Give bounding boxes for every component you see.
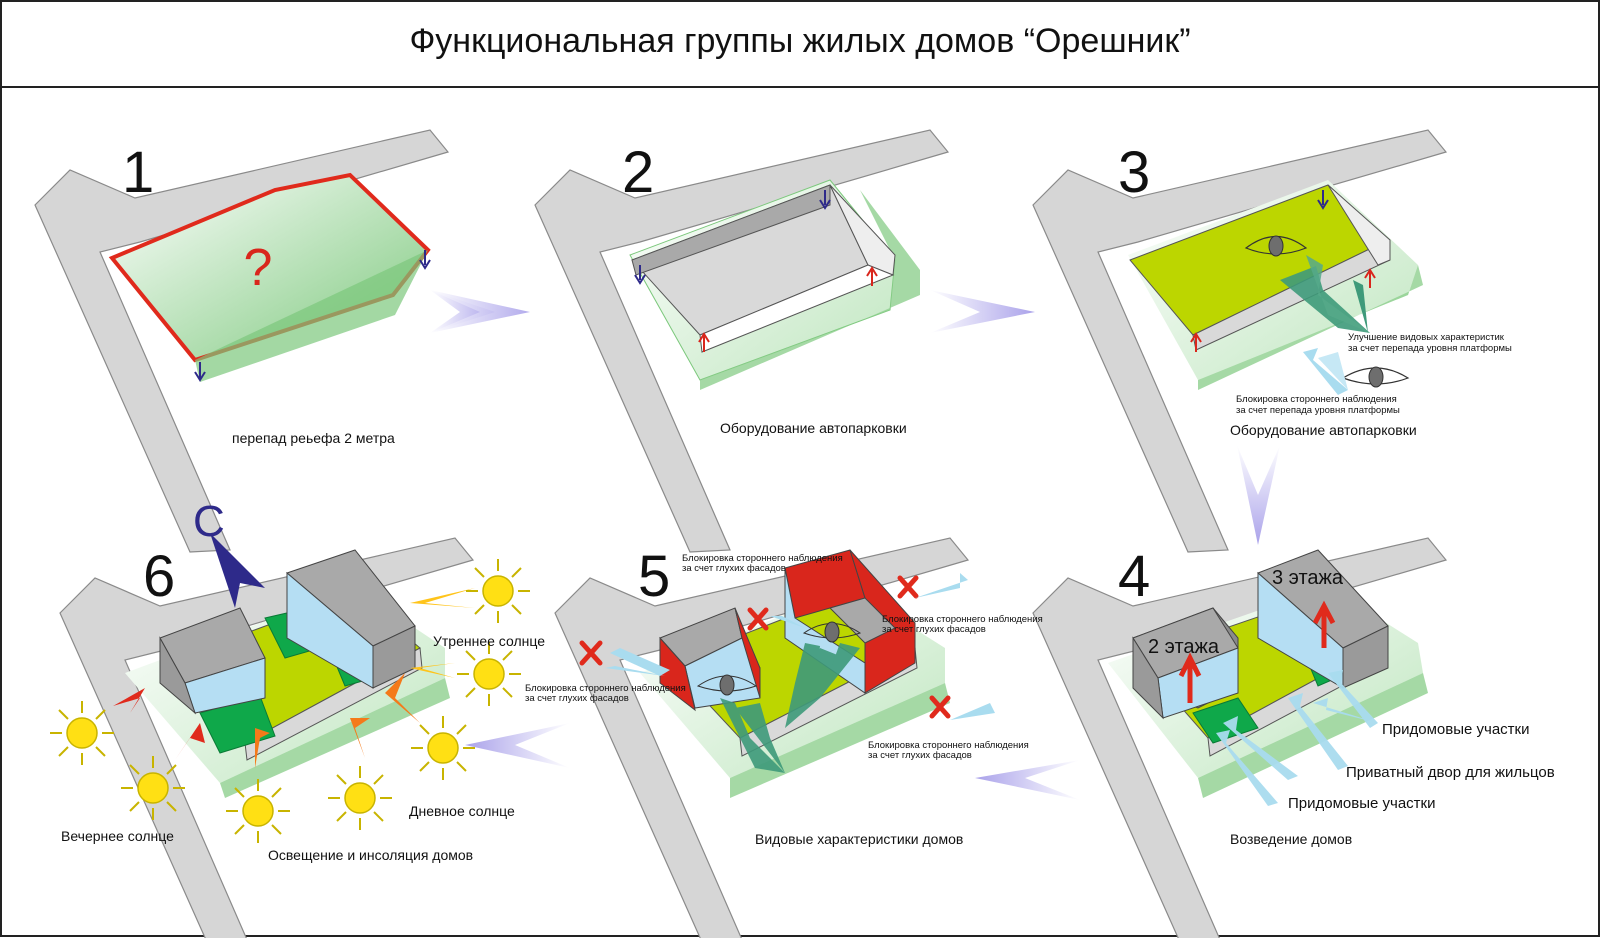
panel-4: 2 этажа 3 этажа Придомовые участки Прива… <box>1032 537 1555 938</box>
step-number: 3 <box>1118 140 1150 205</box>
flow-arrow-icon <box>975 760 1080 800</box>
note-block-line2: за счет глухих фасадов <box>882 624 986 635</box>
blocked-view-arrow-icon <box>1318 352 1348 390</box>
blank-facade <box>734 607 761 699</box>
blocked-view-arrow-icon <box>1303 348 1348 395</box>
panel-caption: Освещение и инсоляция домов <box>268 847 473 863</box>
step-number: 6 <box>143 544 175 609</box>
label-yards: Придомовые участки <box>1288 795 1435 812</box>
flow-arrow-icon <box>430 290 530 333</box>
title-bar <box>0 0 1600 88</box>
sun-icon <box>457 642 521 706</box>
diagram-border <box>0 86 1600 937</box>
sun-icon <box>121 756 185 820</box>
level-arrow-icon <box>866 266 878 286</box>
level-arrow-icon <box>698 332 710 352</box>
sun-icon <box>226 779 290 843</box>
view-arrow-icon <box>1353 280 1368 333</box>
sun-icon <box>50 701 114 765</box>
eye-icon <box>696 675 758 692</box>
pointer-arrows <box>1216 670 1378 806</box>
sun-icon <box>411 716 475 780</box>
note-block-line1: Блокировка стороннего наблюдения <box>525 683 686 694</box>
panel-5: Блокировка стороннего наблюдения за счет… <box>525 537 1043 938</box>
panel-6: С <box>50 497 545 938</box>
view-arrow-icon <box>1306 255 1370 333</box>
note-block-line1: Блокировка стороннего наблюдения <box>868 740 1029 751</box>
label-day-sun: Дневное солнце <box>409 803 515 819</box>
level-arrow-icon <box>1190 332 1202 352</box>
step-number: 4 <box>1118 544 1150 609</box>
step-number: 5 <box>638 544 670 609</box>
note-block-line2: за счет глухих фасадов <box>525 693 629 704</box>
note-view-line2: за счет перепада уровня платформы <box>1348 343 1512 354</box>
north-arrow-icon <box>210 533 265 608</box>
panel-caption: Видовые характеристики домов <box>755 831 963 847</box>
note-block-line1: Блокировка стороннего наблюдения <box>882 614 1043 625</box>
step-number: 1 <box>122 140 154 205</box>
flow-arrow-icon <box>930 290 1035 333</box>
sun-icons <box>50 559 530 843</box>
eye-icon <box>1244 236 1308 255</box>
panel-2: 2 Оборудование автопарковки <box>534 129 949 553</box>
panel-1: ? 1 перепад реьефа 2 метра <box>34 129 449 553</box>
floor-label: 2 этажа <box>1148 636 1220 658</box>
label-evening-sun: Вечернее солнце <box>61 828 174 844</box>
sun-icon <box>466 559 530 623</box>
eye-icon <box>802 623 862 639</box>
sun-arrows-morning <box>410 588 475 678</box>
note-block-line2: за счет перепада уровня платформы <box>1236 405 1400 416</box>
level-arrow-icon <box>634 265 646 285</box>
step-number: 2 <box>622 140 654 205</box>
label-private-yard: Приватный двор для жильцов <box>1346 764 1555 781</box>
panel-caption: Возведение домов <box>1230 831 1352 847</box>
note-block-line1: Блокировка стороннего наблюдения <box>1236 394 1397 405</box>
sun-icon <box>328 766 392 830</box>
level-arrow-icon <box>194 362 206 382</box>
view-arrows <box>720 643 860 773</box>
flow-arrow-icon <box>1237 445 1280 545</box>
yard-plot <box>1192 697 1259 744</box>
eye-icon <box>1341 367 1410 385</box>
level-arrow-icon <box>419 250 431 270</box>
note-view-line1: Улучшение видовых характеристик <box>1348 332 1505 343</box>
label-yards: Придомовые участки <box>1382 721 1529 738</box>
sun-arrows-day <box>255 673 420 768</box>
north-label: С <box>193 497 225 546</box>
panel-caption: перепад реьефа 2 метра <box>232 430 395 446</box>
blocked-mark-icons <box>579 575 951 719</box>
label-morning-sun: Утреннее солнце <box>433 633 545 649</box>
page-title: Функциональная группы жилых домов “Орешн… <box>409 22 1190 60</box>
floor-label: 3 этажа <box>1272 567 1344 589</box>
eye-icon <box>1268 235 1284 257</box>
note-block-line2: за счет глухих фасадов <box>868 750 972 761</box>
panel-3: Улучшение видовых характеристик за счет … <box>1032 129 1512 553</box>
eye-icon <box>1368 366 1384 388</box>
note-block-line1: Блокировка стороннего наблюдения <box>682 553 843 564</box>
blocked-view-arrows <box>605 573 995 720</box>
note-block-line2: за счет глухих фасадов <box>682 563 786 574</box>
panel-caption: Оборудование автопарковки <box>1230 422 1417 438</box>
flow-arrow-icon <box>465 723 570 768</box>
eye-icon <box>824 621 840 643</box>
flow-arrow-icon <box>430 290 495 333</box>
level-arrow-icon <box>819 190 831 210</box>
level-arrow-icon <box>1364 268 1376 288</box>
view-arrow-icon <box>1280 266 1370 333</box>
level-arrow-icon <box>1317 190 1329 210</box>
height-arrow-icon <box>1178 652 1202 703</box>
site-terrain <box>112 175 428 360</box>
unknown-mark: ? <box>244 239 273 297</box>
eye-icon <box>719 674 735 696</box>
panel-caption: Оборудование автопарковки <box>720 420 907 436</box>
height-arrow-icon <box>1312 600 1336 648</box>
sun-arrows-evening <box>113 688 205 760</box>
